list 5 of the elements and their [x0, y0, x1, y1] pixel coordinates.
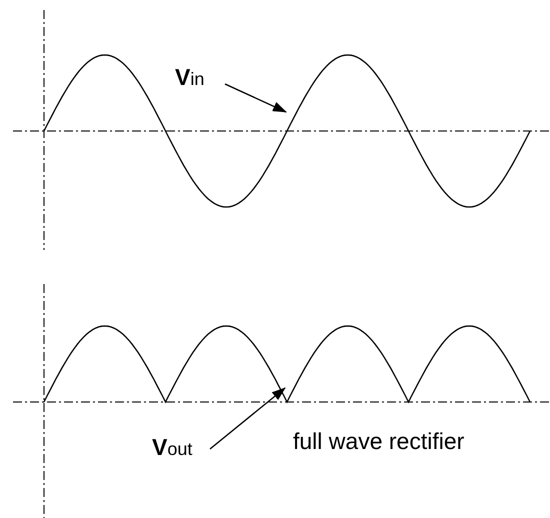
- leader-line: [224, 83, 287, 113]
- leader-line: [210, 387, 286, 450]
- voltage-label: Vin: [175, 66, 204, 89]
- caption-text: full wave rectifier: [293, 428, 464, 455]
- voltage-label: Vout: [152, 436, 192, 459]
